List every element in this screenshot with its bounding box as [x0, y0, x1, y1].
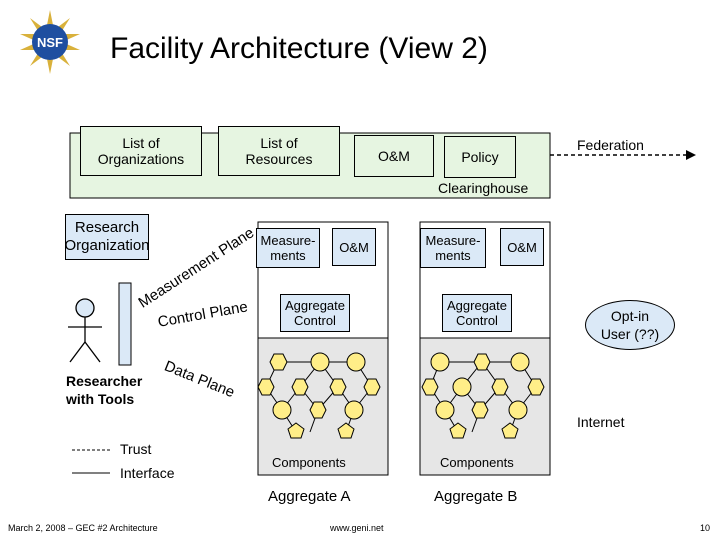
aggregate-a-label: Aggregate A [268, 488, 351, 505]
component-circle [344, 400, 364, 420]
footer-date: March 2, 2008 – GEC #2 Architecture [8, 523, 158, 533]
component-hexagon [473, 353, 491, 371]
aggregate-b-measurements-box: Measure- ments [420, 228, 486, 268]
component-circle [346, 352, 366, 372]
research-organization-box: Research Organization [64, 214, 150, 260]
component-circle [510, 352, 530, 372]
list-of-resources-box: List of Resources [218, 126, 340, 176]
optin-user-box: Opt-in User (??) [585, 300, 675, 350]
aggregate-b-label: Aggregate B [434, 488, 518, 505]
researcher-figure [68, 298, 102, 363]
component-hexagon [269, 353, 288, 371]
footer-page-number: 10 [699, 523, 710, 533]
aggregate-a-measurements-box: Measure- ments [256, 228, 320, 268]
component-pentagon [501, 422, 519, 439]
component-circle [452, 377, 472, 397]
researcher-tool [118, 282, 132, 366]
component-hexagon [363, 378, 381, 396]
component-pentagon [449, 422, 467, 439]
component-hexagon [257, 378, 275, 396]
component-hexagon [291, 378, 309, 396]
policy-box: Policy [444, 136, 516, 178]
nsf-logo: NSF [18, 10, 82, 74]
component-hexagon [309, 401, 327, 419]
aggregate-b-om-box: O&M [500, 228, 544, 266]
component-pentagon [337, 422, 355, 439]
federation-label: Federation [577, 137, 644, 153]
aggregate-b-components [421, 352, 545, 439]
list-of-organizations-box: List of Organizations [80, 126, 202, 176]
clearinghouse-label: Clearinghouse [438, 180, 529, 196]
aggregate-b-control-box: Aggregate Control [442, 294, 512, 332]
internet-label: Internet [577, 414, 625, 430]
component-circle [310, 352, 330, 372]
nsf-logo-graphic: NSF [20, 10, 80, 74]
svg-text:NSF: NSF [37, 35, 63, 50]
researcher-label: Researcher with Tools [66, 373, 143, 407]
component-pentagon [287, 422, 305, 439]
clearinghouse-om-box: O&M [354, 135, 434, 177]
component-hexagon [471, 401, 489, 419]
component-circle [435, 400, 455, 420]
component-hexagon [421, 378, 439, 396]
component-hexagon [527, 378, 545, 396]
legend-interface-label: Interface [120, 465, 175, 481]
aggregate-a-control-box: Aggregate Control [280, 294, 350, 332]
component-circle [430, 352, 450, 372]
component-hexagon [491, 378, 509, 396]
slide-title: Facility Architecture (View 2) [110, 32, 488, 65]
footer-website: www.geni.net [330, 523, 384, 533]
aggregate-b-components-label: Components [440, 455, 514, 470]
aggregate-a-components [257, 352, 381, 439]
component-circle [508, 400, 528, 420]
component-hexagon [329, 378, 347, 396]
aggregate-a-components-label: Components [272, 455, 346, 470]
aggregate-a-om-box: O&M [332, 228, 376, 266]
legend-trust-label: Trust [120, 441, 152, 457]
component-circle [272, 400, 292, 420]
federation-arrowhead [686, 150, 696, 160]
